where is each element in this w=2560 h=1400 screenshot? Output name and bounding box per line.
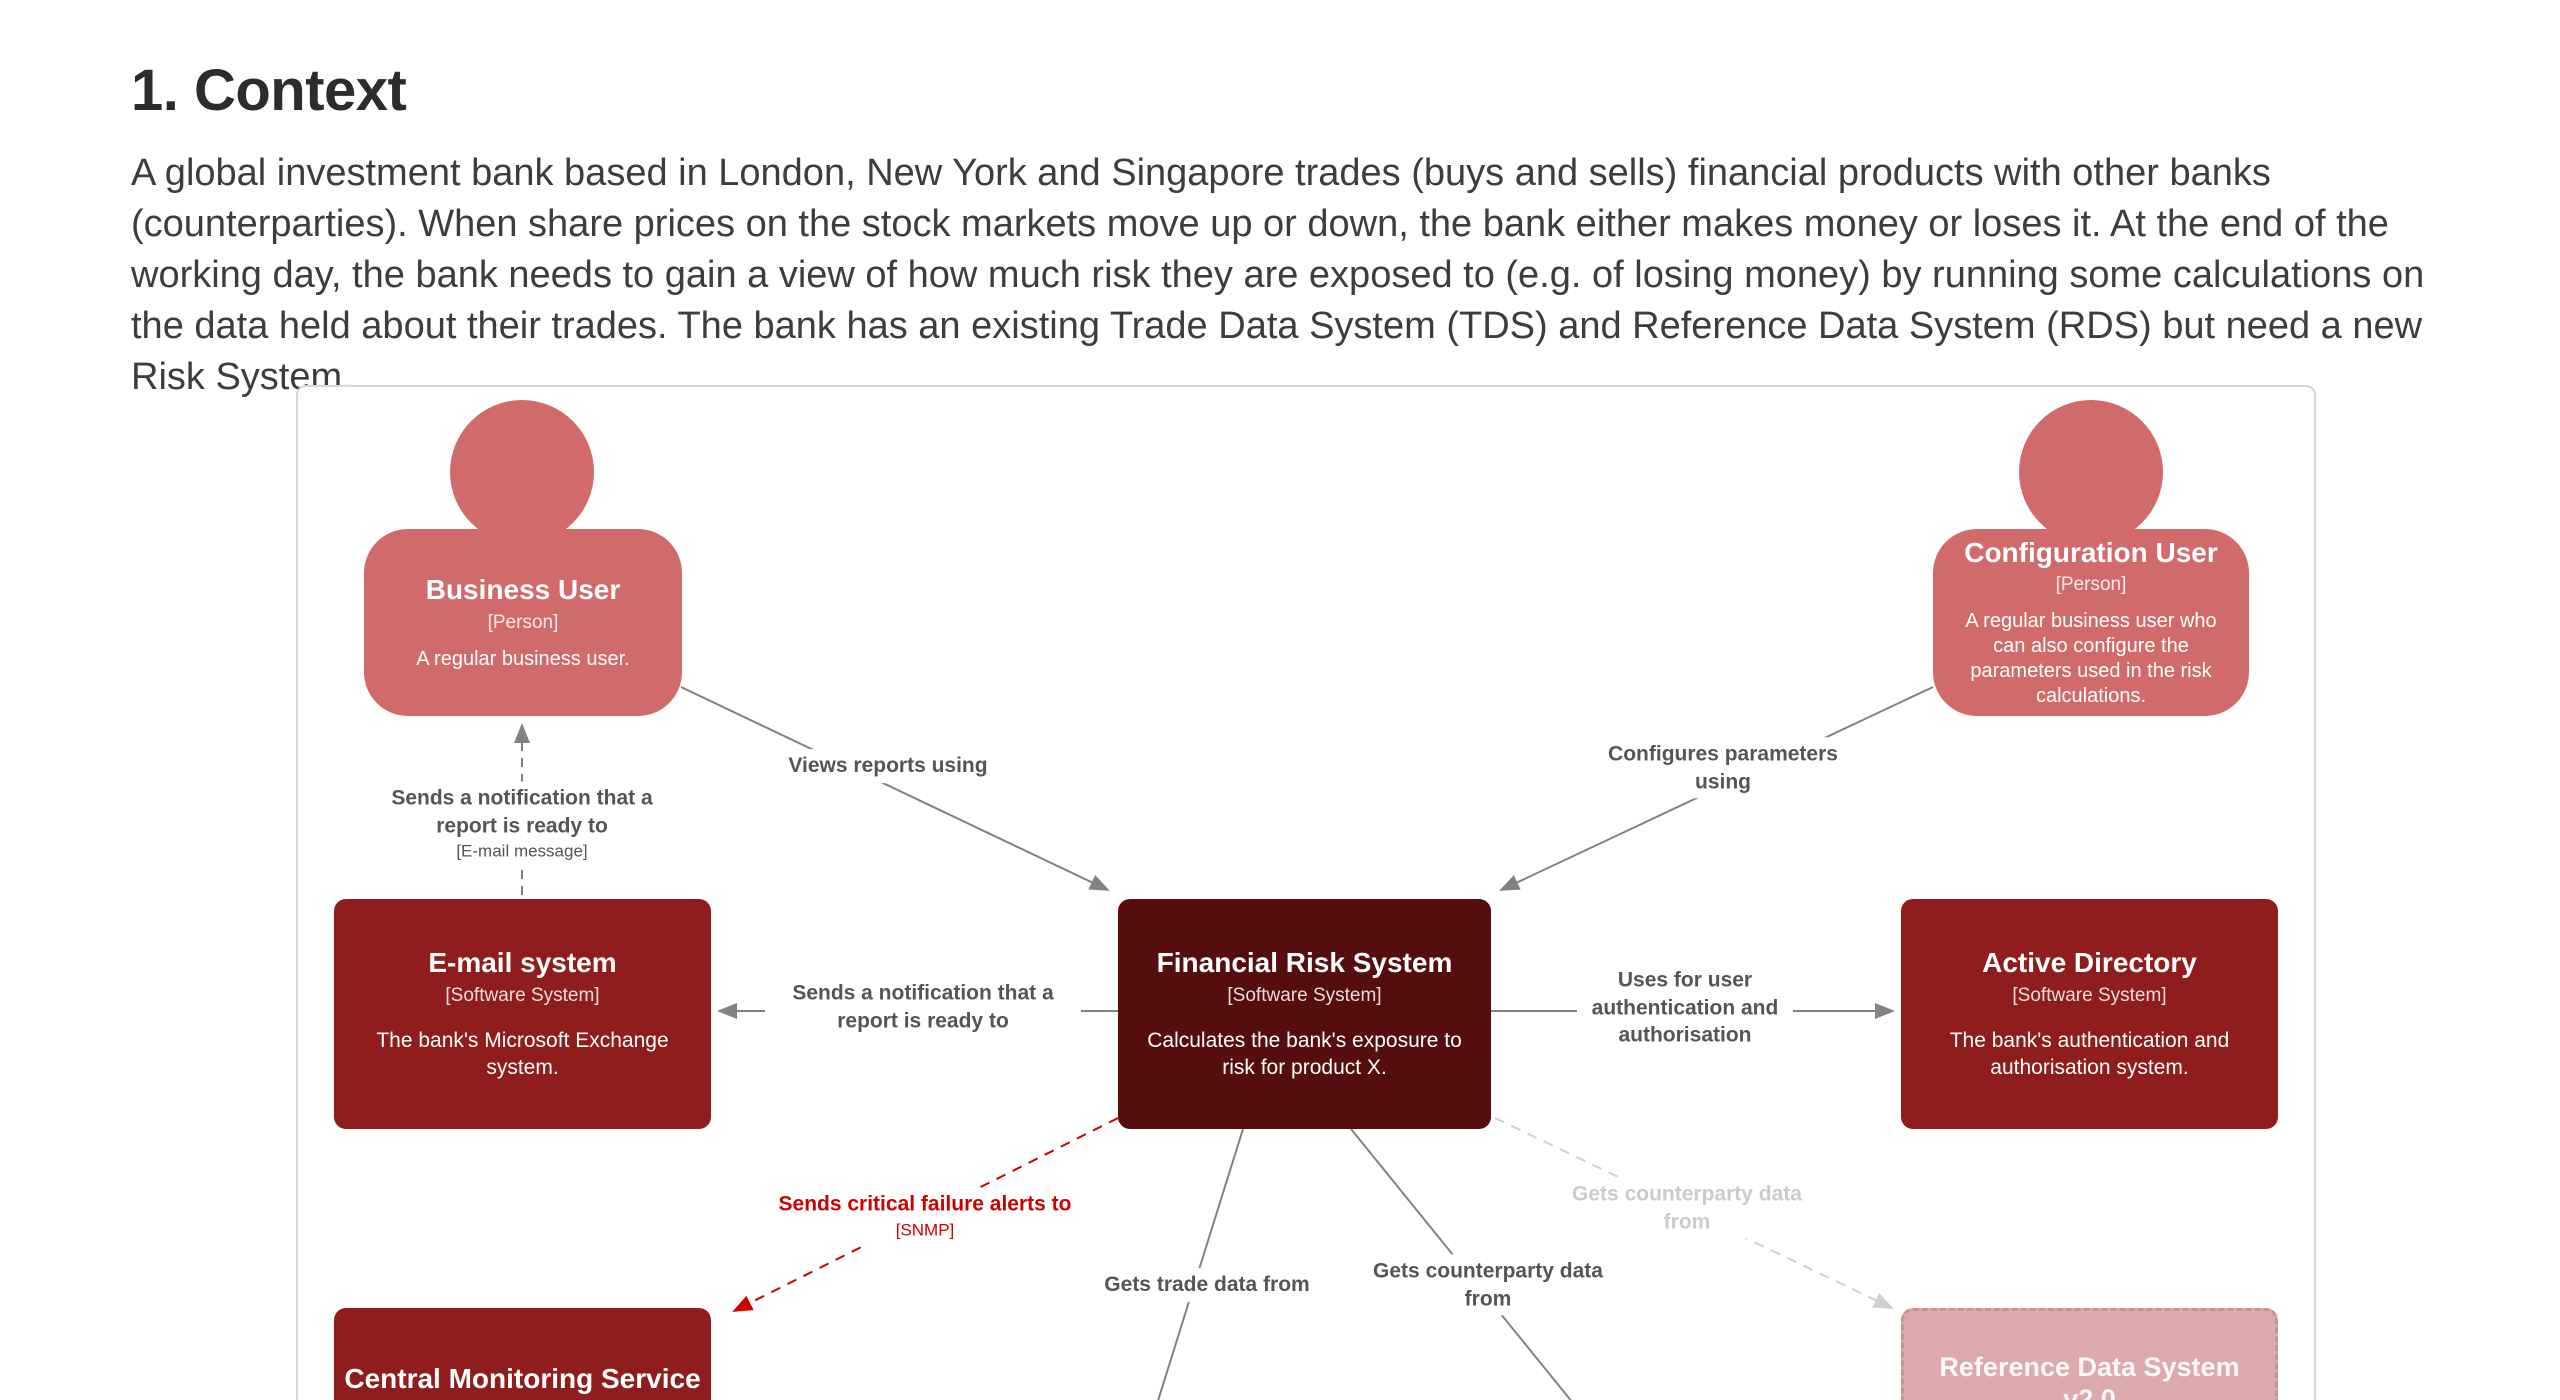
edge-label-gets-counterparty-data: Gets counterparty data from xyxy=(1357,1254,1619,1316)
edge-label-text: Gets trade data from xyxy=(1104,1273,1310,1297)
edge-label-text: Gets counterparty data from xyxy=(1572,1182,1802,1233)
edge-label-text: Gets counterparty data from xyxy=(1373,1259,1603,1310)
node-desc: The bank's Microsoft Exchange system. xyxy=(376,1029,669,1080)
edge-gets-trade-data xyxy=(1157,1128,1244,1400)
node-title: Configuration User xyxy=(1964,536,2218,568)
node-desc: A regular business user. xyxy=(416,647,630,670)
edge-label-text: Sends a notification that a report is re… xyxy=(391,786,653,838)
node-email-system: E-mail system [Software System] The bank… xyxy=(334,899,711,1129)
node-meta: [Person] xyxy=(2055,574,2127,596)
edge-label-configures-parameters: Configures parameters using xyxy=(1597,737,1849,799)
node-configuration-user: Configuration User [Person] A regular bu… xyxy=(1933,529,2249,716)
intro-paragraph: A global investment bank based in London… xyxy=(131,152,2425,398)
edge-views-reports xyxy=(680,686,1110,891)
node-reference-data-system-v2: Reference Data System v2.0 xyxy=(1901,1308,2278,1400)
edge-label-report-notification-email: Sends a notification that a report is re… xyxy=(364,781,680,867)
edge-label-text: Views reports using xyxy=(788,754,988,778)
node-business-user: Business User [Person] A regular busines… xyxy=(364,529,682,716)
edge-label-text: Uses for user authentication and authori… xyxy=(1591,968,1779,1047)
edge-label-text: Sends a notification that a report is re… xyxy=(792,981,1054,1032)
edge-label-gets-counterparty-data-v2: Gets counterparty data from xyxy=(1556,1177,1818,1239)
node-title: E-mail system xyxy=(428,947,617,979)
node-title: Business User xyxy=(425,574,621,606)
edge-label-technology: [SNMP] xyxy=(895,1220,955,1240)
node-title: Central Monitoring Service xyxy=(344,1363,701,1394)
business-user-head-icon xyxy=(450,400,594,544)
edge-label-gets-trade-data: Gets trade data from xyxy=(1096,1268,1318,1302)
node-central-monitoring-service: Central Monitoring Service xyxy=(334,1308,711,1400)
node-meta: [Software System] xyxy=(2012,985,2167,1006)
node-desc: A regular business user who can also con… xyxy=(1965,610,2217,708)
configuration-user-head-icon xyxy=(2019,400,2163,544)
node-meta: [Software System] xyxy=(1227,985,1382,1006)
node-title: Financial Risk System xyxy=(1156,947,1453,979)
node-financial-risk-system: Financial Risk System [Software System] … xyxy=(1118,899,1491,1129)
context-diagram: Business User [Person] A regular busines… xyxy=(296,385,2316,1400)
edge-label-text: Sends critical failure alerts to xyxy=(778,1192,1072,1216)
node-meta: [Person] xyxy=(487,611,559,633)
edge-label-technology: [E-mail message] xyxy=(456,842,588,861)
page-title: 1. Context xyxy=(131,57,407,123)
node-title: Active Directory xyxy=(1982,947,2197,979)
node-desc: The bank's authentication and authorisat… xyxy=(1949,1029,2230,1080)
node-meta: [Software System] xyxy=(445,985,600,1006)
edge-label-report-notification: Sends a notification that a report is re… xyxy=(765,976,1081,1038)
edge-label-views-reports: Views reports using xyxy=(780,749,996,783)
node-title: Reference Data System v2.0 xyxy=(1939,1352,2240,1400)
edge-label-critical-failure-alerts: Sends critical failure alerts to [SNMP] xyxy=(752,1187,1098,1245)
edge-label-user-auth: Uses for user authentication and authori… xyxy=(1577,963,1793,1053)
node-active-directory: Active Directory [Software System] The b… xyxy=(1901,899,2278,1129)
edge-label-text: Configures parameters using xyxy=(1608,742,1838,793)
node-desc: Calculates the bank's exposure to risk f… xyxy=(1147,1029,1462,1080)
